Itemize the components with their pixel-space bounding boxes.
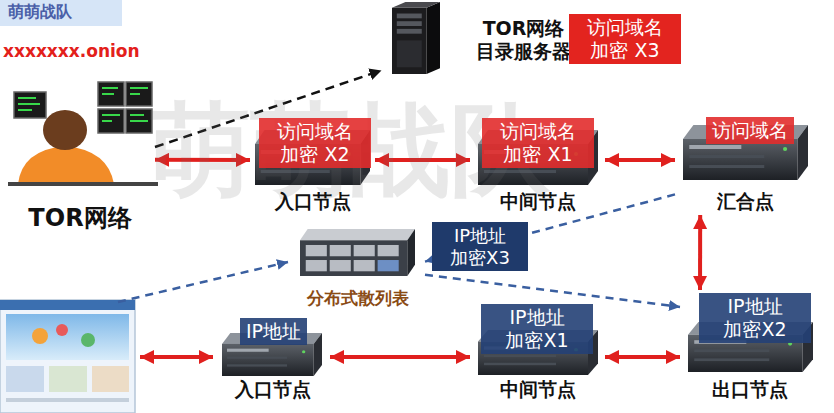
balloon bbox=[81, 333, 95, 347]
encrypted-badge: 访问域名 加密 X3 bbox=[569, 14, 681, 64]
ip-badge: IP地址 加密X2 bbox=[699, 293, 811, 343]
balloon bbox=[56, 324, 68, 336]
webpage-banner bbox=[6, 314, 129, 360]
code-line bbox=[102, 120, 112, 122]
monitor bbox=[126, 82, 152, 106]
code-line bbox=[130, 87, 148, 89]
node-label: 中间节点 bbox=[500, 190, 576, 213]
dashed-arrow bbox=[118, 262, 288, 302]
code-line bbox=[130, 93, 140, 95]
directory-server-icon bbox=[392, 2, 440, 74]
domain-badge: 访问域名 bbox=[706, 117, 794, 144]
node-label: 中间节点 bbox=[500, 378, 576, 401]
hacker-illustration bbox=[8, 82, 158, 186]
code-line bbox=[18, 97, 36, 99]
double-arrow bbox=[698, 215, 702, 290]
ip-badge: IP地址 bbox=[240, 318, 307, 345]
double-arrow bbox=[605, 158, 675, 162]
code-line bbox=[130, 114, 144, 116]
double-arrow bbox=[140, 355, 213, 359]
monitor bbox=[14, 92, 46, 118]
node-label: 分布式散列表 bbox=[307, 288, 409, 308]
person-hair bbox=[43, 110, 87, 150]
webpage-header bbox=[0, 300, 135, 310]
person-body bbox=[18, 146, 114, 184]
onion-address: xxxxxxx.onion bbox=[3, 42, 140, 62]
monitor bbox=[126, 109, 152, 133]
client-node: TOR网络 bbox=[5, 75, 155, 235]
badge-text: 访问域名 加密 X3 bbox=[575, 16, 675, 62]
node-label: TOR网络 目录服务器 bbox=[468, 17, 580, 63]
monitor bbox=[98, 82, 124, 106]
encrypted-badge: 访问域名 加密 X2 bbox=[259, 118, 371, 168]
exit-node: 出口节点 IP地址 加密X2 bbox=[680, 290, 820, 403]
code-line bbox=[130, 120, 148, 122]
website-illustration bbox=[0, 300, 135, 413]
webpage-line bbox=[6, 398, 129, 402]
relay-node: 入口节点 访问域名 加密 X2 bbox=[250, 115, 375, 215]
balloon bbox=[32, 328, 48, 344]
dht-server-icon bbox=[300, 229, 415, 276]
encrypted-badge: 访问域名 加密 X1 bbox=[482, 118, 594, 168]
code-line bbox=[18, 109, 32, 111]
node-label: TOR网络 bbox=[28, 204, 131, 233]
badge-text: 访问域名 加密 X2 bbox=[265, 120, 365, 166]
relay-node: 中间节点 访问域名 加密 X1 bbox=[470, 115, 605, 215]
edge-label: IP地址 加密X3 bbox=[432, 222, 528, 271]
badge-text: 访问域名 加密 X1 bbox=[488, 120, 588, 166]
watermark-band bbox=[0, 0, 122, 26]
monitor bbox=[98, 109, 124, 133]
ip-badge: IP地址 加密X1 bbox=[481, 304, 593, 354]
badge-text: IP地址 加密X1 bbox=[487, 306, 587, 352]
node-label: 出口节点 bbox=[712, 378, 788, 401]
node-label: 入口节点 bbox=[235, 378, 311, 401]
dashed-arrow bbox=[425, 275, 680, 307]
watermark-small: 萌萌战队 bbox=[8, 3, 72, 21]
webpage bbox=[0, 300, 135, 413]
webpage-tile bbox=[92, 366, 129, 392]
badge-text: 访问域名 bbox=[712, 119, 788, 142]
badge-text: IP地址 bbox=[246, 320, 301, 343]
rendezvous-node: 汇合点 访问域名 bbox=[675, 112, 815, 215]
relay-node: 入口节点 IP地址 bbox=[215, 315, 330, 403]
webpage-tile bbox=[6, 366, 44, 392]
code-line bbox=[102, 87, 118, 89]
double-arrow bbox=[605, 355, 680, 359]
code-line bbox=[102, 114, 120, 116]
badge-text: IP地址 加密X2 bbox=[705, 295, 805, 341]
desk bbox=[8, 182, 158, 186]
code-line bbox=[102, 93, 114, 95]
double-arrow bbox=[330, 355, 470, 359]
code-line bbox=[18, 103, 40, 105]
directory-server: TOR网络 目录服务器 bbox=[382, 2, 584, 78]
relay-node: 中间节点 IP地址 加密X1 bbox=[470, 300, 605, 403]
webpage-tile bbox=[49, 366, 87, 392]
dht-node: 分布式散列表 bbox=[290, 222, 425, 310]
node-label: 汇合点 bbox=[717, 190, 774, 213]
node-label: 入口节点 bbox=[275, 190, 351, 213]
